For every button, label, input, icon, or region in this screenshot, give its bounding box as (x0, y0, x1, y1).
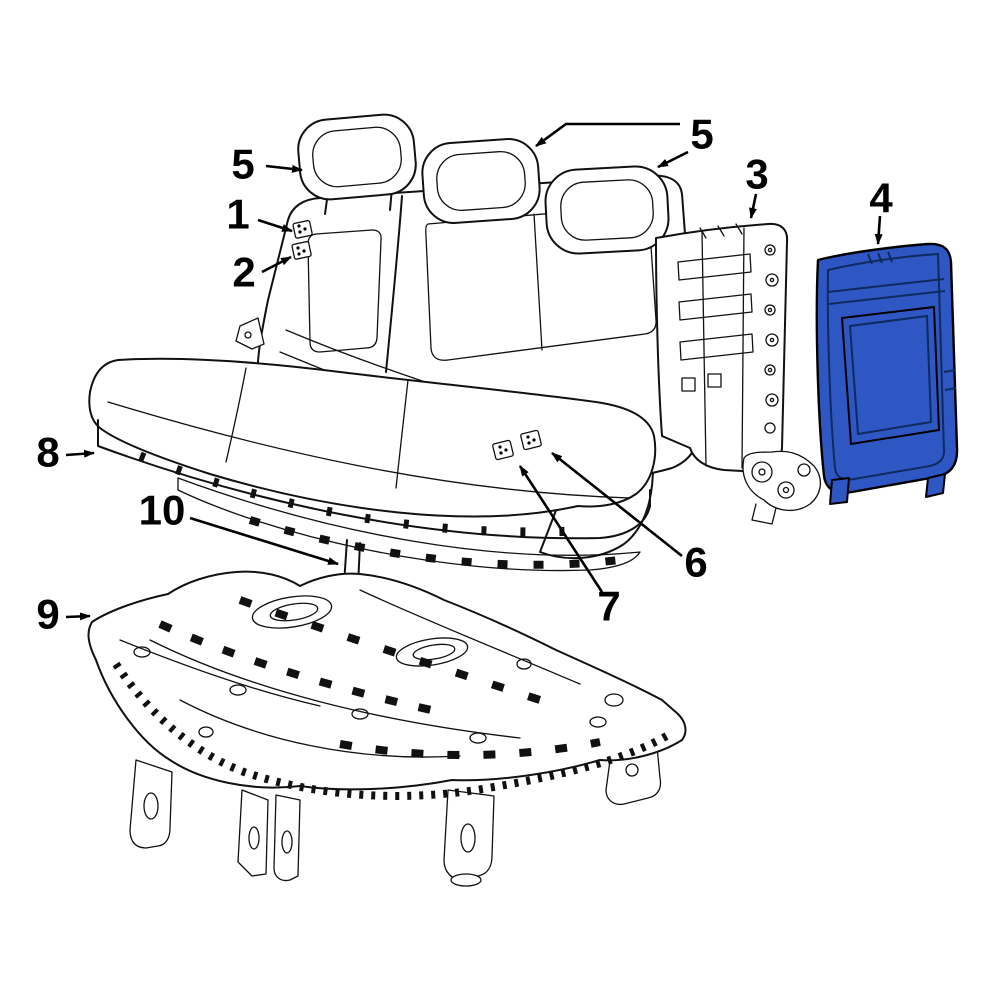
headrest-left (297, 113, 417, 215)
callout-9-label: 9 (36, 591, 59, 638)
callout-6-label: 6 (684, 539, 707, 586)
panel-lower-foot (925, 473, 946, 498)
callout-10-label: 10 (139, 487, 186, 534)
callout-3-label: 3 (745, 151, 768, 198)
retainer-clip-2 (291, 241, 312, 260)
headrest-middle (421, 138, 541, 224)
seat-back-frame (655, 222, 821, 525)
retainer-clip-7 (492, 439, 514, 461)
callouts: 5 5 1 2 3 4 8 10 (36, 111, 893, 638)
callout-5-left: 5 (231, 141, 303, 188)
callout-10: 10 (139, 487, 339, 566)
callout-5-right: 5 (535, 111, 714, 169)
seat-cushion (88, 357, 657, 572)
callout-5-right-label: 5 (690, 111, 713, 158)
callout-8: 8 (36, 429, 95, 476)
callout-7: 7 (518, 465, 621, 630)
callout-2-label: 2 (232, 249, 255, 296)
callout-1: 1 (226, 191, 293, 238)
panel-lower-tab (829, 477, 850, 505)
callout-4: 4 (869, 175, 893, 245)
callout-6: 6 (551, 451, 708, 586)
callout-1-label: 1 (226, 191, 249, 238)
callout-5-left-label: 5 (231, 141, 254, 188)
callout-7-label: 7 (597, 583, 620, 630)
seat-back-panel-highlighted (815, 242, 959, 505)
seat-base-frame (87, 570, 687, 887)
retainer-clip-6 (520, 429, 542, 451)
callout-9: 9 (36, 591, 91, 638)
callout-4-label: 4 (869, 175, 893, 222)
callout-8-label: 8 (36, 429, 59, 476)
callout-2: 2 (232, 249, 292, 296)
retainer-clip-1 (292, 220, 313, 239)
callout-3: 3 (745, 151, 769, 219)
headrest-right (544, 165, 670, 255)
